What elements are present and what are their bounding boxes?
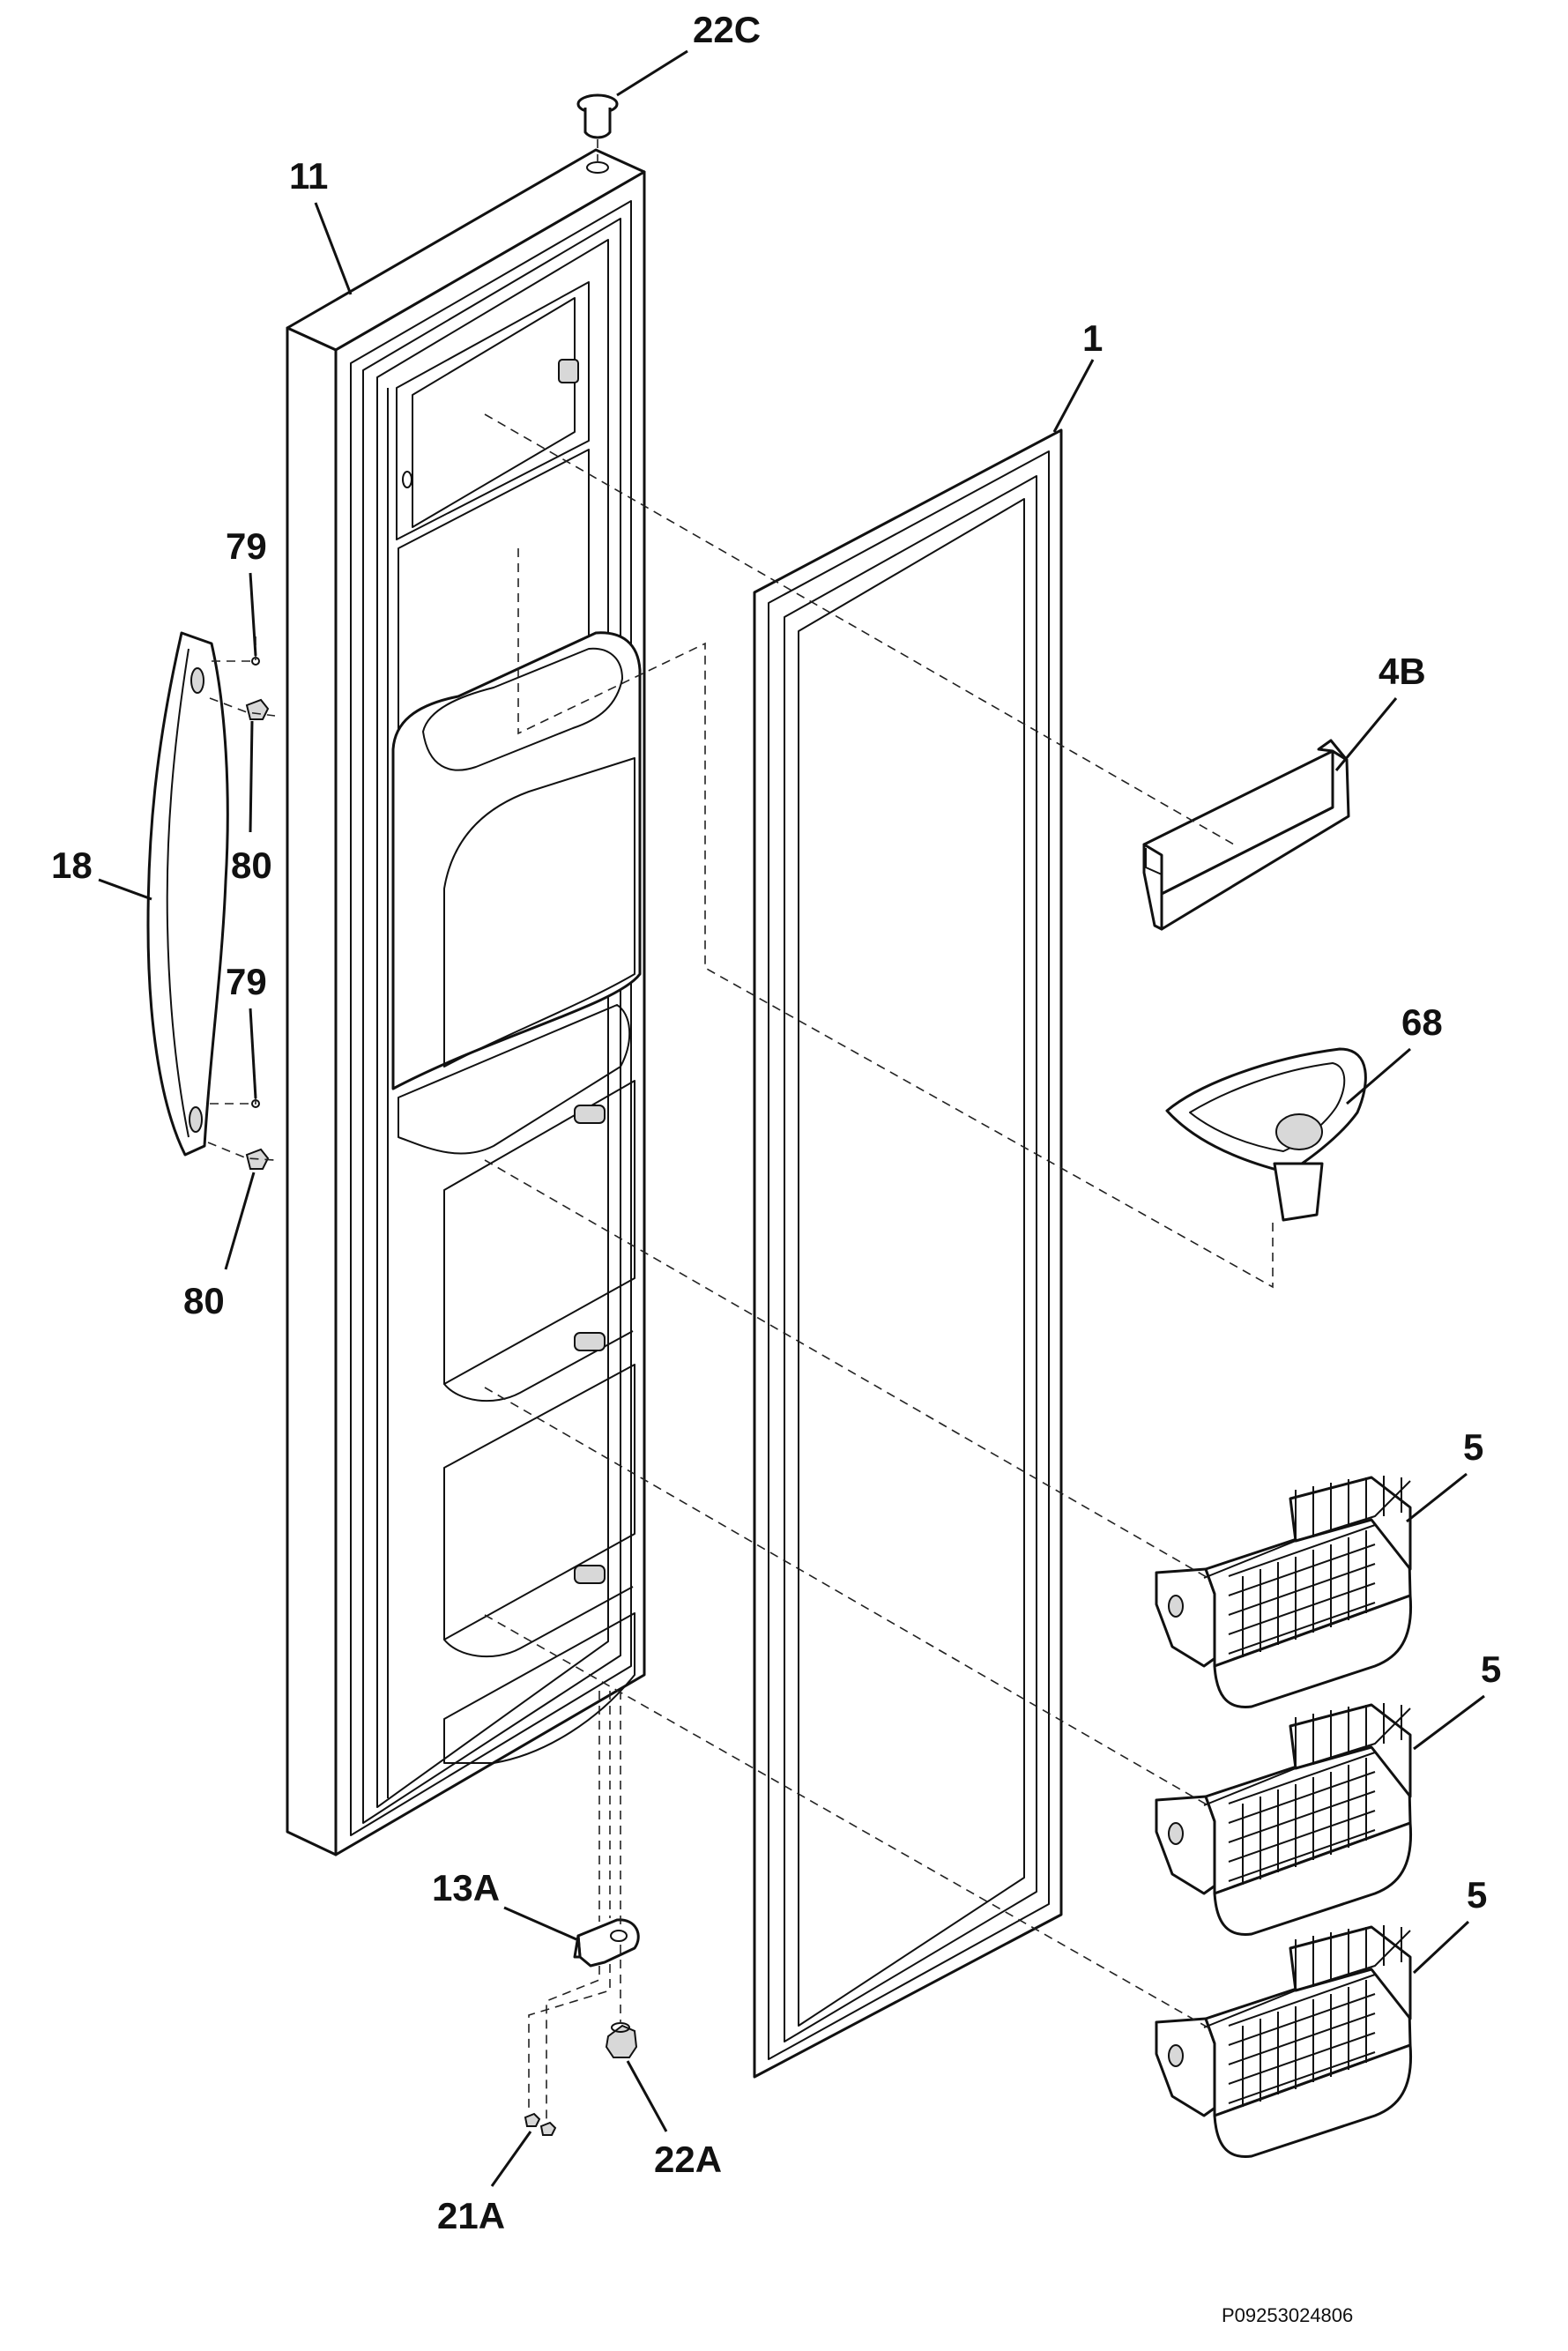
hinge-bracket-13A <box>573 1918 640 1968</box>
dairy-shelf-4B <box>1142 739 1350 931</box>
door-bin-5-bottom <box>1155 1925 1413 2158</box>
label-13A: 13A <box>432 1867 500 1908</box>
door-assembly <box>286 148 646 1856</box>
label-11: 11 <box>289 155 328 197</box>
door-handle <box>146 631 229 1157</box>
label-18: 18 <box>51 844 93 886</box>
diagram-code: P09253024806 <box>1222 2304 1353 2326</box>
label-21A: 21A <box>437 2195 505 2236</box>
hinge-screws-21A <box>524 2112 557 2136</box>
hinge-bushing-22A <box>605 2022 638 2058</box>
label-22A: 22A <box>654 2139 722 2180</box>
label-80-upper: 80 <box>231 844 272 886</box>
projection-lines <box>207 139 1274 2121</box>
label-5-bottom: 5 <box>1467 1874 1487 1916</box>
label-79-upper: 79 <box>226 525 267 567</box>
door-bin-5-middle <box>1155 1703 1413 1936</box>
label-5-top: 5 <box>1463 1426 1483 1468</box>
ice-bucket-chute-68 <box>1165 1047 1367 1222</box>
leader-lines <box>98 49 1485 2187</box>
label-68: 68 <box>1401 1001 1443 1043</box>
part-labels: 22C 11 1 79 80 18 79 80 4B 68 5 5 5 13A … <box>51 9 1501 2326</box>
label-79-lower: 79 <box>226 961 267 1002</box>
door-bin-5-top <box>1155 1476 1413 1708</box>
label-80-lower: 80 <box>183 1280 225 1321</box>
label-1: 1 <box>1082 317 1103 359</box>
label-22C: 22C <box>693 9 761 50</box>
door-gasket <box>753 428 1063 2079</box>
hinge-plug-22C <box>576 93 619 139</box>
label-4B: 4B <box>1379 651 1426 692</box>
handle-fasteners <box>245 657 270 1170</box>
label-5-middle: 5 <box>1481 1648 1501 1690</box>
